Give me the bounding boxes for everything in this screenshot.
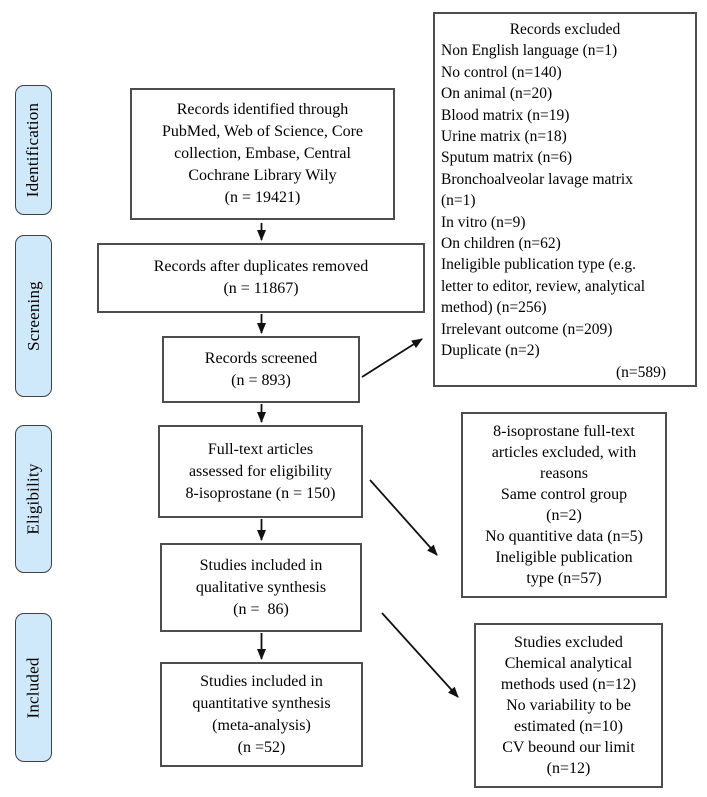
stage-label-eligibility-text: Eligibility bbox=[23, 463, 43, 535]
stage-label-identification-text: Identification bbox=[23, 102, 43, 198]
box-records-after-duplicates: Records after duplicates removed (n = 11… bbox=[97, 243, 425, 313]
arrow-qualitative-to-studies-excluded bbox=[381, 612, 459, 698]
box-qualitative-synthesis: Studies included in qualitative synthesi… bbox=[160, 543, 362, 632]
stage-label-screening-text: Screening bbox=[23, 281, 43, 351]
stage-label-included-text: Included bbox=[23, 656, 43, 719]
arrow-screened-to-records-excluded bbox=[361, 338, 423, 378]
records-excluded-items: Non English language (n=1) No control (n… bbox=[441, 42, 646, 360]
box-records-excluded: Records excluded Non English language (n… bbox=[433, 12, 697, 387]
box-studies-excluded: Studies excluded Chemical analytical met… bbox=[474, 623, 663, 788]
records-excluded-title: Records excluded bbox=[509, 21, 621, 38]
stage-label-screening: Screening bbox=[15, 235, 52, 397]
box-fulltext-assessed: Full-text articles assessed for eligibil… bbox=[158, 425, 363, 518]
stage-label-eligibility: Eligibility bbox=[15, 425, 52, 573]
box-records-screened: Records screened (n = 893) bbox=[162, 336, 360, 403]
box-fulltext-excluded: 8-isoprostane full-text articles exclude… bbox=[461, 412, 667, 598]
records-excluded-total: (n=589) bbox=[616, 363, 667, 381]
box-quantitative-synthesis: Studies included in quantitative synthes… bbox=[160, 662, 363, 767]
stage-label-identification: Identification bbox=[15, 85, 52, 215]
arrow-fulltext-to-fulltext-excluded bbox=[369, 479, 438, 556]
box-records-identified: Records identified through PubMed, Web o… bbox=[130, 88, 395, 220]
stage-label-included: Included bbox=[15, 613, 52, 762]
